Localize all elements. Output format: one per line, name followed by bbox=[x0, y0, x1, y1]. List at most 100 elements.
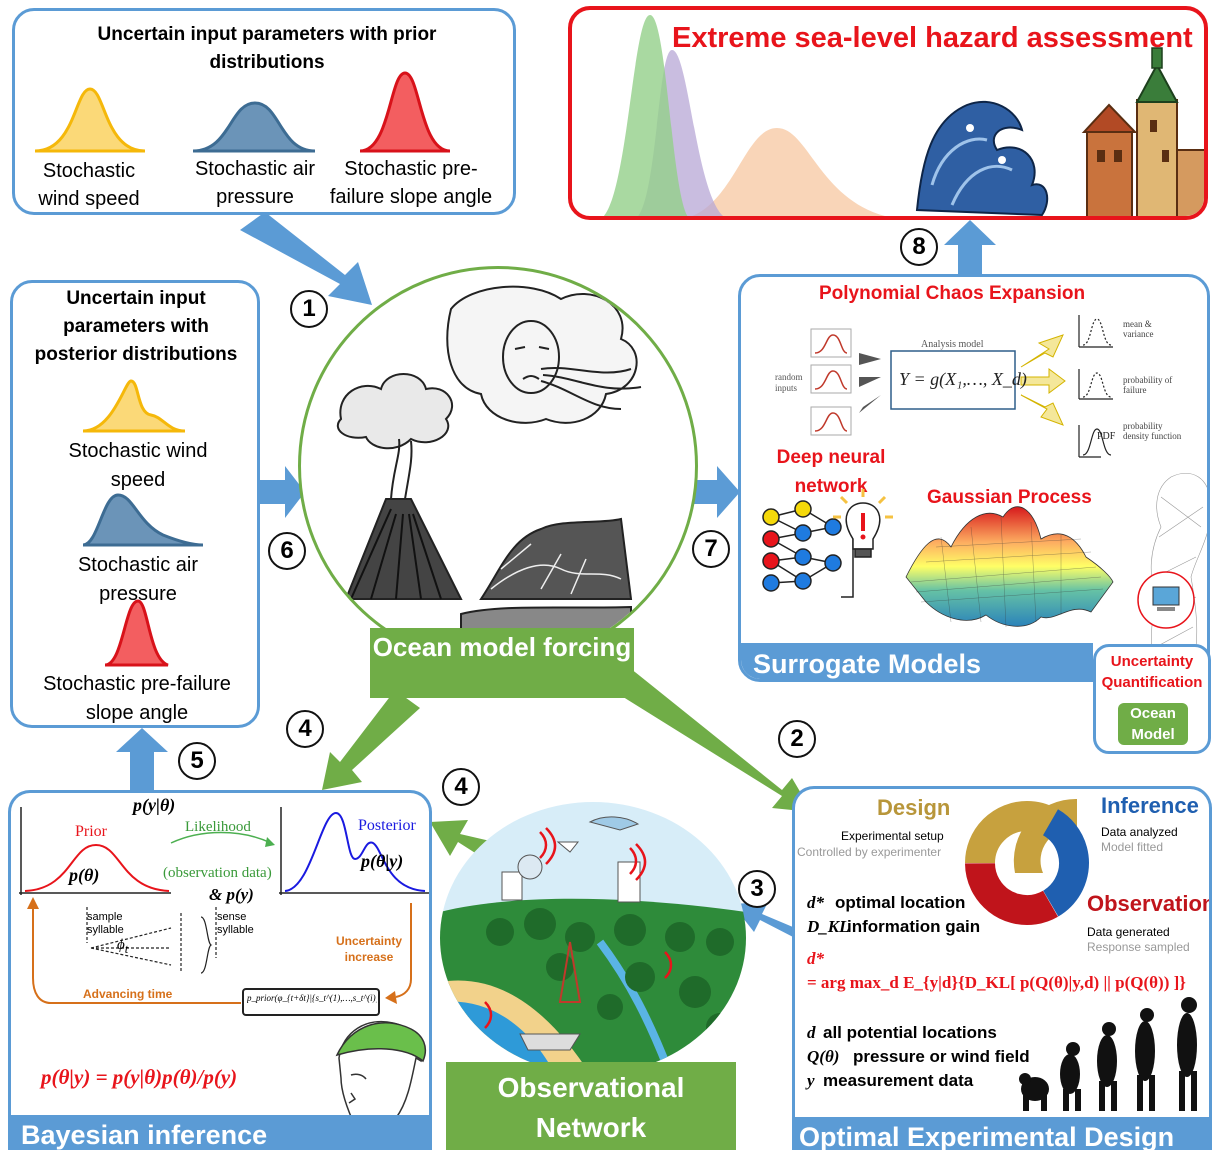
arrow-7 bbox=[692, 466, 740, 518]
posterior-pressure-curve bbox=[82, 493, 204, 547]
town-illustration bbox=[1081, 47, 1204, 216]
prior-expression: p(θ) bbox=[69, 865, 100, 885]
posterior-curve bbox=[284, 811, 426, 892]
posterior-item-slope: Stochastic pre-failure slope angle bbox=[43, 673, 231, 724]
hazard-distributions bbox=[603, 15, 1204, 216]
def-d-text: all potential locations bbox=[823, 1023, 997, 1042]
inference-sub-1: Data analyzed bbox=[1101, 825, 1178, 839]
observational-network-circle bbox=[440, 802, 746, 1074]
information-gain-text: information gain bbox=[847, 917, 981, 936]
hazard-peach-curve bbox=[691, 128, 886, 216]
def-d-symbol: d bbox=[807, 1023, 816, 1042]
posterior-label: Posterior bbox=[358, 817, 416, 834]
sample-syllable-label: sample syllable bbox=[87, 911, 124, 936]
gp-title: Gaussian Process bbox=[927, 487, 1092, 508]
surrogate-models-panel: Polynomial Chaos Expansion random inputs… bbox=[738, 274, 1210, 682]
random-inputs-label: random inputs bbox=[775, 372, 803, 393]
step-1-badge: 1 bbox=[290, 290, 328, 328]
hazard-assessment-panel: Extreme sea-level hazard assessment bbox=[568, 6, 1208, 220]
step-6-badge: 6 bbox=[268, 532, 306, 570]
prior-label: Prior bbox=[75, 823, 107, 840]
step-8-badge: 8 bbox=[900, 228, 938, 266]
posterior-expression: p(θ|y) bbox=[361, 851, 404, 871]
prior-item-wind: Stochastic wind speed bbox=[38, 160, 140, 210]
arrow-8 bbox=[944, 220, 996, 278]
posterior-distributions-panel: Uncertain input parameters with posterio… bbox=[10, 280, 260, 728]
pce-output-mean: mean & variance bbox=[1123, 319, 1154, 339]
observation-sub-2: Response sampled bbox=[1087, 940, 1190, 954]
information-gain-symbol: D_KL bbox=[807, 917, 850, 936]
arrow-5 bbox=[116, 728, 168, 790]
def-q-text: pressure or wind field bbox=[853, 1047, 1030, 1066]
gp-surface bbox=[905, 472, 1207, 678]
bayes-band-label: Bayesian inference bbox=[21, 1120, 268, 1150]
pce-output-pdf: probability density function bbox=[1123, 421, 1182, 441]
prior-curve bbox=[24, 843, 170, 892]
likelihood-top-label: p(y|θ) bbox=[133, 795, 176, 815]
def-y-text: measurement data bbox=[823, 1071, 974, 1090]
posterior-wind-curve bbox=[82, 379, 186, 433]
posterior-item-pressure: Stochastic air pressure bbox=[77, 554, 199, 605]
oed-band-label: Optimal Experimental Design bbox=[799, 1122, 1175, 1150]
posterior-item-wind: Stochastic wind speed bbox=[68, 440, 208, 491]
forcing-sketches bbox=[336, 285, 642, 630]
volcano-sketch bbox=[336, 373, 463, 600]
observation-label: Observation bbox=[1087, 891, 1212, 916]
design-label: Design bbox=[877, 795, 951, 820]
hazard-green-curve bbox=[603, 15, 688, 216]
optimal-location-text: optimal location bbox=[835, 893, 966, 912]
prior-slope-curve bbox=[359, 71, 451, 153]
forcing-circle bbox=[298, 266, 698, 666]
step-4-badge-forcing: 4 bbox=[286, 710, 324, 748]
prior-pressure-curve bbox=[192, 101, 316, 153]
optimal-experimental-design-panel: Design Experimental setup Controlled by … bbox=[792, 786, 1212, 1150]
thinking-head-sketch bbox=[335, 1020, 427, 1134]
evolution-silhouettes bbox=[1019, 997, 1197, 1111]
hazard-title: Extreme sea-level hazard assessment bbox=[672, 22, 1193, 54]
prior-update-expression: p_prior(φ_{t+δt}|{s_t^(1),…,s_t^(i)}) bbox=[247, 993, 377, 1003]
arrow-1 bbox=[240, 212, 372, 305]
wave-illustration bbox=[915, 100, 1049, 216]
pce-diagram bbox=[810, 315, 1113, 458]
phi-t-symbol: ϕt bbox=[117, 937, 129, 956]
optimal-location-symbol: d* bbox=[807, 893, 824, 912]
arrow-2 bbox=[612, 668, 812, 812]
arrow-4-forcing bbox=[322, 690, 420, 790]
design-sub-2: Controlled by experimenter bbox=[797, 845, 942, 859]
step-4-badge-network: 4 bbox=[442, 768, 480, 806]
bayes-band: Bayesian inference bbox=[11, 1115, 429, 1150]
observation-data-label: (observation data) bbox=[163, 865, 272, 881]
observational-network-label: Observational Network bbox=[446, 1062, 736, 1150]
arrow-6 bbox=[258, 466, 305, 518]
step-2-badge: 2 bbox=[778, 720, 816, 758]
pce-equation: Y = g(X₁,…, X_d) bbox=[899, 369, 1027, 389]
prior-wind-curve bbox=[34, 87, 146, 153]
prior-item-slope: Stochastic pre-failure slope angle bbox=[329, 158, 493, 208]
prior-curves bbox=[34, 71, 451, 153]
uq-ocean-model-tag: Ocean Model bbox=[1118, 703, 1188, 745]
prior-distributions-panel: Uncertain input parameters with prior di… bbox=[12, 8, 516, 215]
posterior-curves bbox=[82, 379, 204, 667]
step-3-badge: 3 bbox=[738, 870, 776, 908]
pce-output-failure: probability of failure bbox=[1123, 375, 1173, 395]
bayesian-inference-panel: p(y|θ) Prior p(θ) Likelihood (observatio… bbox=[8, 790, 432, 1150]
bayes-rule: p(θ|y) = p(y|θ)p(θ)/p(y) bbox=[41, 1065, 238, 1089]
uq-title: Uncertainty Quantification bbox=[1101, 653, 1203, 691]
inference-sub-2: Model fitted bbox=[1101, 840, 1164, 854]
step-5-badge: 5 bbox=[178, 742, 216, 780]
network-illustration bbox=[440, 802, 746, 1074]
design-cycle-ring bbox=[965, 798, 1089, 925]
oed-band: Optimal Experimental Design bbox=[795, 1117, 1209, 1150]
uncertainty-increase-label: Uncertainty increase bbox=[335, 934, 403, 964]
pdf-label: PDF bbox=[1097, 431, 1116, 442]
oed-formula-lhs: d* bbox=[807, 949, 824, 968]
evidence-label: & p(y) bbox=[209, 885, 254, 904]
observation-sub-1: Data generated bbox=[1087, 925, 1170, 939]
uq-panel: Uncertainty Quantification Ocean Model bbox=[1093, 644, 1211, 754]
dnn-illustration bbox=[762, 489, 893, 598]
landslide-sketch bbox=[460, 517, 633, 630]
surrogate-band: Surrogate Models bbox=[741, 643, 1093, 679]
design-sub-1: Experimental setup bbox=[841, 829, 944, 843]
oed-formula: = arg max_d E_{y|d}{D_KL[ p(Q(θ)|y,d) ||… bbox=[807, 973, 1186, 992]
advancing-time-label: Advancing time bbox=[83, 987, 173, 1001]
